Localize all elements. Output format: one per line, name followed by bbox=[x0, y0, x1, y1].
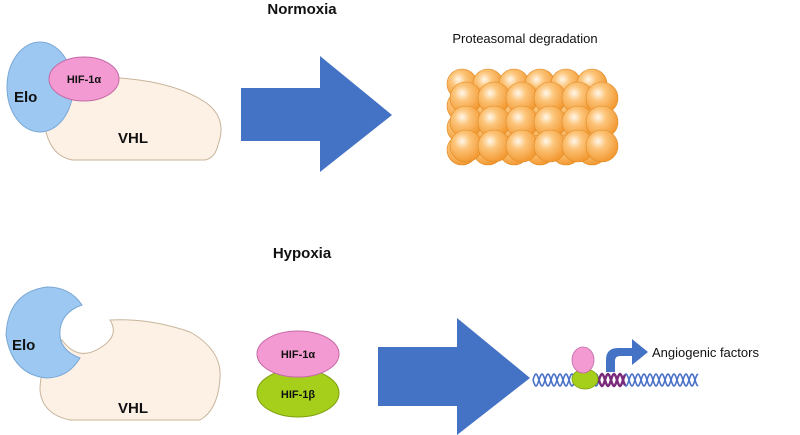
proteasome-subunit bbox=[533, 129, 567, 163]
hif1a-label-normoxia: HIF-1α bbox=[67, 74, 102, 86]
hypoxia-title: Hypoxia bbox=[273, 245, 332, 262]
hif1a-protein-hypoxia bbox=[256, 330, 340, 378]
proteasomal-degradation-label: Proteasomal degradation bbox=[452, 31, 597, 46]
hif1b-label: HIF-1β bbox=[281, 389, 316, 401]
transcription-arrow bbox=[606, 339, 648, 372]
proteasome-subunit bbox=[505, 129, 539, 163]
hif1a-label-hypoxia: HIF-1α bbox=[281, 349, 316, 361]
elo-label-normoxia: Elo bbox=[14, 89, 37, 106]
angiogenic-factors-label: Angiogenic factors bbox=[652, 345, 759, 360]
hif1a-on-dna bbox=[571, 346, 595, 374]
arrow-normoxia bbox=[241, 56, 392, 172]
proteasome-complex bbox=[446, 68, 619, 166]
vhl-label-normoxia: VHL bbox=[118, 130, 148, 147]
arrow-hypoxia bbox=[378, 318, 530, 435]
hif1a-protein-normoxia bbox=[48, 56, 120, 102]
vhl-label-hypoxia: VHL bbox=[118, 400, 148, 417]
proteasome-subunit bbox=[477, 129, 511, 163]
dna-binding-region bbox=[596, 372, 627, 388]
normoxia-title: Normoxia bbox=[267, 1, 337, 18]
vhl-protein-hypoxia bbox=[39, 319, 221, 421]
proteasome-subunit bbox=[585, 129, 619, 163]
elo-label-hypoxia: Elo bbox=[12, 337, 35, 354]
elo-protein-hypoxia bbox=[5, 286, 83, 379]
dna-helix bbox=[532, 372, 699, 388]
proteasome-subunit bbox=[449, 129, 483, 163]
